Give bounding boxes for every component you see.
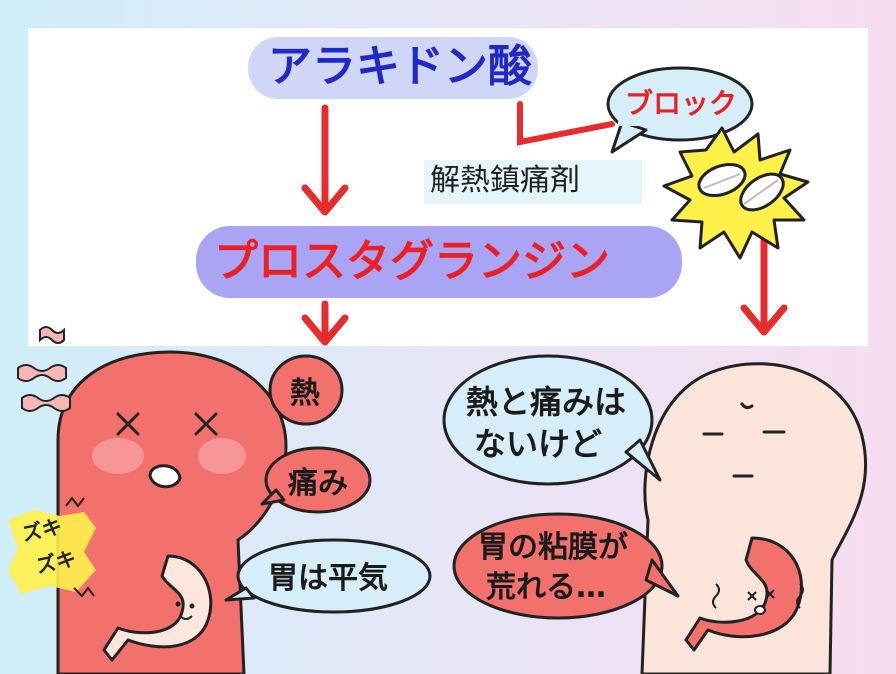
speech-bubble-stomach-damage [452, 512, 680, 620]
prostaglandin-label: プロスタグランジン [214, 236, 610, 287]
stomach-ok-label: 胃は平気 [268, 561, 388, 596]
speech-bubble-stomach-ok [224, 538, 432, 614]
speech-bubble-fever [268, 354, 344, 426]
arachidonic-acid-pill [248, 37, 538, 99]
fever-label: 熱 [290, 376, 320, 411]
antipyretic-label: 解熱鎮痛剤 [430, 163, 580, 198]
no-fever-line-2: ないけど [474, 425, 603, 463]
pill-burst-icon [662, 126, 810, 260]
no-fever-line-1: 熱と痛みは [466, 383, 627, 421]
speech-bubble-pain [260, 446, 372, 514]
speech-bubble-no-fever [442, 354, 662, 486]
arrow-down-icon [301, 104, 349, 216]
sick-person-figure [56, 350, 288, 674]
arrow-down-icon [740, 236, 788, 336]
block-connector [517, 101, 615, 146]
throb-burst-icon [8, 496, 96, 598]
calm-person-figure [640, 362, 868, 674]
arachidonic-acid-label: アラキドン酸 [268, 41, 532, 92]
block-label: ブロック [625, 87, 738, 120]
heat-waves-icon [17, 326, 71, 412]
arrow-down-icon [301, 300, 349, 346]
antipyretic-box [424, 160, 642, 204]
stomach-damage-line-1: 胃の粘膜が [478, 530, 628, 565]
prostaglandin-pill [196, 226, 682, 298]
block-speech-bubble [606, 66, 754, 154]
pain-label: 痛み [288, 466, 348, 501]
stomach-damage-line-2: 荒れる… [486, 570, 606, 605]
